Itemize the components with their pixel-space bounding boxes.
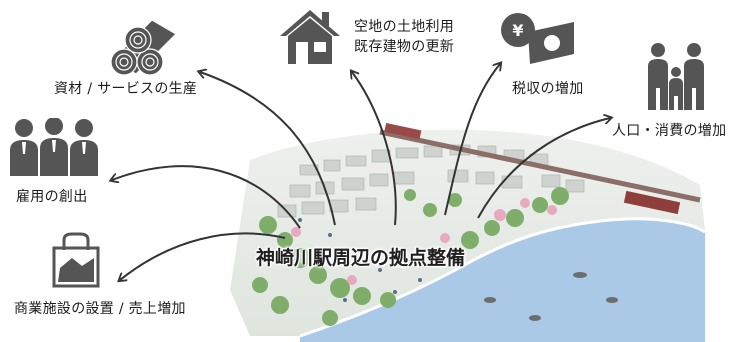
land-label-line2: 既存建物の更新 <box>354 39 455 55</box>
workers-icon <box>10 118 98 176</box>
land-label-line1: 空地の土地利用 <box>354 19 455 35</box>
arrow-to-tax <box>444 64 500 216</box>
jobs-label: 雇用の創出 <box>16 189 88 205</box>
arrow-to-jobs <box>112 165 301 229</box>
people <box>298 218 452 302</box>
commerce-label: 商業施設の設置 / 売上増加 <box>14 301 186 317</box>
money-icon: ¥ <box>501 13 574 64</box>
population-label: 人口・消費の増加 <box>612 123 727 139</box>
house-icon <box>280 10 340 64</box>
center-label: 神崎川駅周辺の拠点整備 <box>256 247 466 269</box>
train <box>623 190 681 215</box>
arrow-to-population <box>477 118 610 219</box>
boats <box>484 272 618 321</box>
tax-label: 税収の増加 <box>512 81 584 97</box>
arrow-to-materials <box>200 72 336 226</box>
train-top <box>384 122 422 140</box>
blossoms <box>291 198 557 285</box>
trees <box>252 187 569 326</box>
materials-label: 資材 / サービスの生産 <box>54 81 198 97</box>
arrow-to-commerce <box>120 232 286 280</box>
arrow-to-land <box>352 72 397 226</box>
family-icon <box>648 43 704 110</box>
railway <box>379 129 701 203</box>
shopping-bag-icon <box>52 232 100 288</box>
river-bank <box>299 217 706 338</box>
river <box>300 218 705 342</box>
logs-icon <box>110 19 177 76</box>
svg-text:¥: ¥ <box>512 21 523 40</box>
